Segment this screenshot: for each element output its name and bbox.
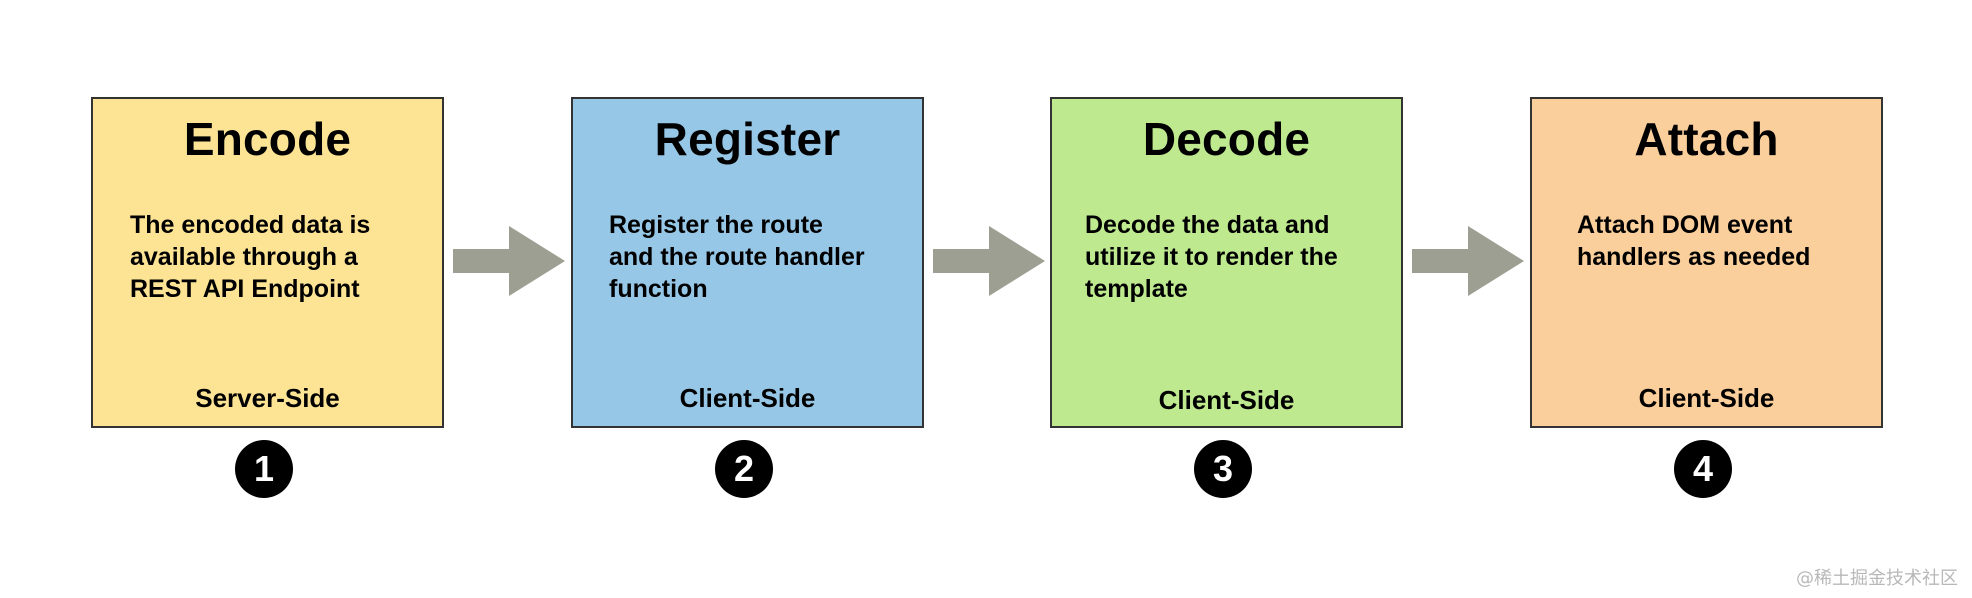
stage-side-label: Server-Side bbox=[195, 383, 340, 413]
right-arrow-icon bbox=[453, 226, 565, 296]
stage-description: Attach DOM event handlers as needed bbox=[1577, 211, 1811, 271]
step-number-badge: 1 bbox=[235, 440, 293, 498]
stage-title: Encode bbox=[183, 113, 352, 165]
stage-side-label: Client-Side bbox=[1638, 383, 1775, 413]
stage-title: Decode bbox=[1142, 113, 1311, 165]
stage-title: Register bbox=[654, 113, 841, 165]
step-number-badge: 4 bbox=[1674, 440, 1732, 498]
stage-encode-box: Encode The encoded data is available thr… bbox=[91, 97, 444, 428]
step-number-badge: 3 bbox=[1194, 440, 1252, 498]
stage-description: The encoded data is available through a … bbox=[130, 211, 371, 303]
stage-attach-box: Attach Attach DOM event handlers as need… bbox=[1530, 97, 1883, 428]
right-arrow-icon bbox=[933, 226, 1045, 296]
stage-description: Decode the data and utilize it to render… bbox=[1085, 211, 1338, 303]
watermark: @稀土掘金技术社区 bbox=[1796, 568, 1958, 589]
right-arrow-icon bbox=[1412, 226, 1524, 296]
step-number-badge: 2 bbox=[715, 440, 773, 498]
stage-side-label: Client-Side bbox=[679, 383, 816, 413]
stage-side-label: Client-Side bbox=[1158, 385, 1295, 415]
stage-decode-box: Decode Decode the data and utilize it to… bbox=[1050, 97, 1403, 428]
stage-register-box: Register Register the route and the rout… bbox=[571, 97, 924, 428]
stage-description: Register the route and the route handler… bbox=[609, 211, 865, 303]
stage-title: Attach bbox=[1634, 113, 1779, 165]
